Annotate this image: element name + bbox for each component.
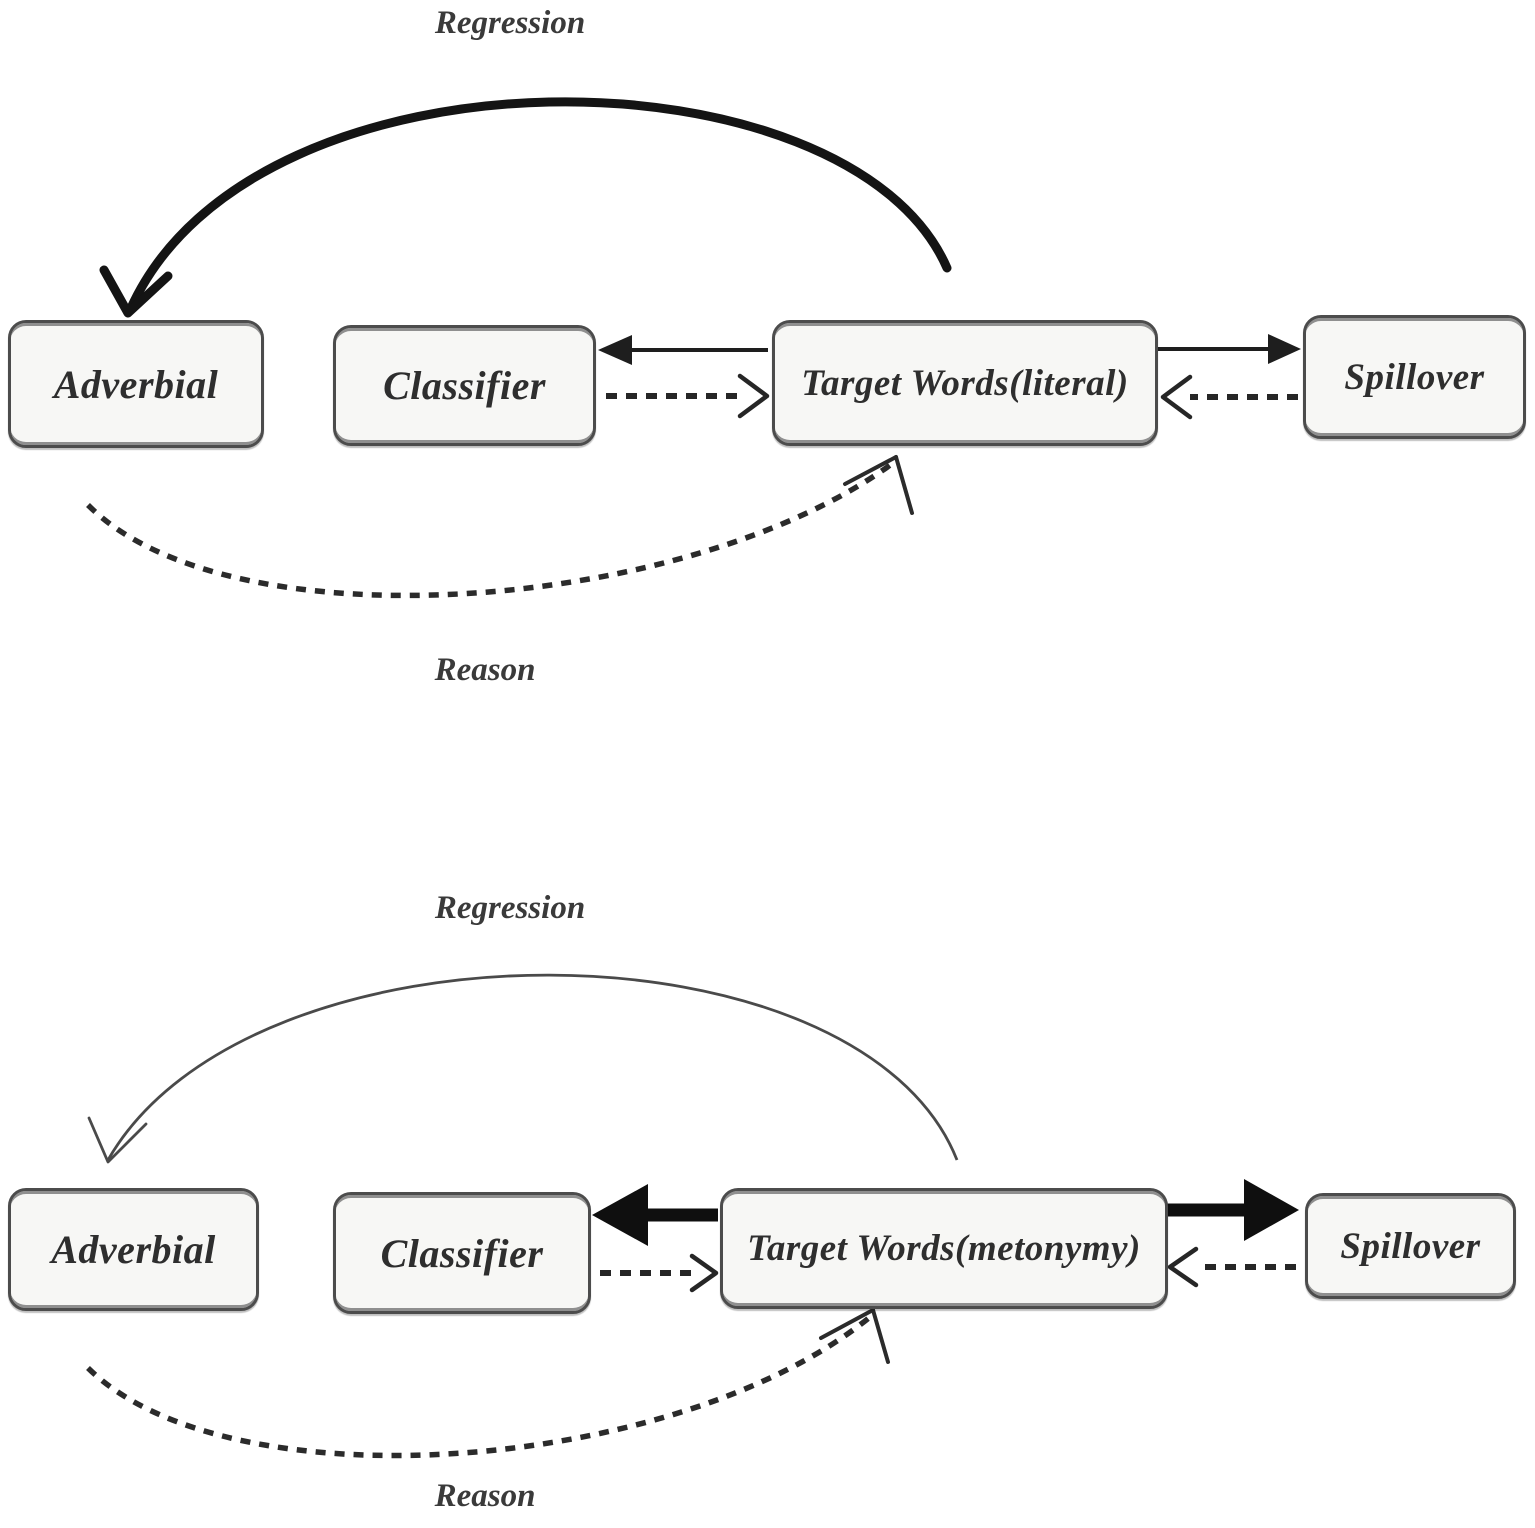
box-classifier-bottom: Classifier (333, 1192, 591, 1314)
arrow-spillover-to-target-dashed-top (1160, 374, 1298, 420)
box-adverbial-bottom: Adverbial (8, 1188, 259, 1311)
box-spillover-top: Spillover (1303, 315, 1526, 439)
arrow-classifier-to-target-dashed-top (606, 373, 770, 419)
box-adverbial-bottom-label: Adverbial (51, 1227, 216, 1272)
arrow-target-to-spillover-thick-bottom (1166, 1179, 1299, 1241)
arrow-target-to-classifier-thick-bottom (592, 1184, 718, 1246)
box-spillover-top-label: Spillover (1344, 356, 1485, 398)
box-target-words-metonymy: Target Words(metonymy) (720, 1188, 1168, 1309)
reason-label-bottom: Reason (434, 1478, 536, 1514)
box-spillover-bottom-label: Spillover (1340, 1225, 1481, 1267)
regression-arc-top (99, 97, 952, 318)
box-classifier-top: Classifier (333, 325, 596, 446)
box-target-words-metonymy-label: Target Words(metonymy) (747, 1228, 1141, 1269)
arrow-target-to-classifier-solid-top (598, 335, 768, 365)
regression-arc-bottom (87, 973, 959, 1164)
box-classifier-top-label: Classifier (383, 363, 546, 408)
reason-arc-top (86, 455, 914, 599)
regression-label-bottom: Regression (434, 890, 586, 926)
reason-label-top: Reason (434, 652, 536, 688)
box-classifier-bottom-label: Classifier (380, 1230, 544, 1276)
box-adverbial-top: Adverbial (8, 320, 264, 448)
regression-label-top: Regression (434, 5, 586, 41)
reason-arc-bottom (86, 1308, 890, 1459)
arrow-classifier-to-target-dashed-bottom (600, 1253, 719, 1293)
arrow-target-to-spillover-solid-top (1158, 334, 1301, 364)
box-target-words-literal: Target Words(literal) (772, 320, 1158, 446)
arrow-spillover-to-target-dashed-bottom (1167, 1246, 1296, 1288)
box-spillover-bottom: Spillover (1305, 1193, 1516, 1299)
box-adverbial-top-label: Adverbial (53, 361, 219, 407)
box-target-words-literal-label: Target Words(literal) (801, 362, 1129, 404)
